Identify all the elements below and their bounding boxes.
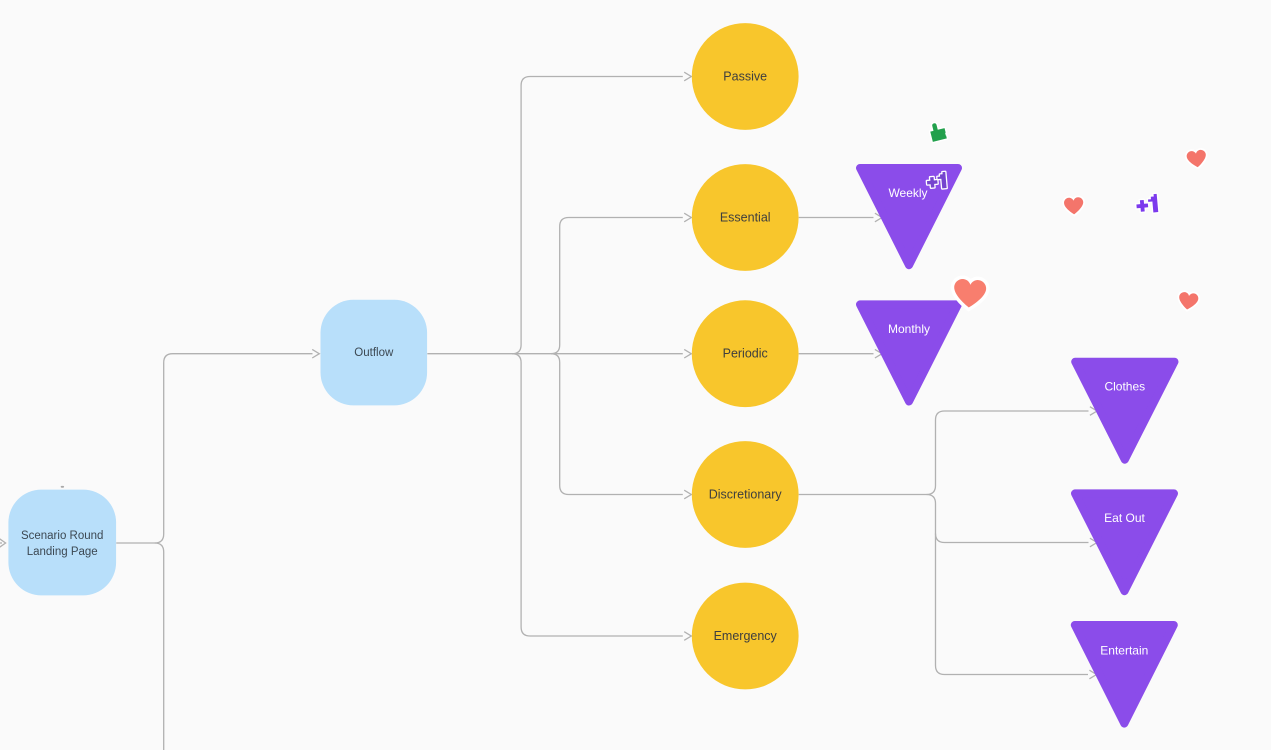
svg-text:Emergency: Emergency (714, 629, 778, 643)
svg-text:Outflow: Outflow (354, 347, 394, 359)
svg-text:Periodic: Periodic (723, 347, 768, 361)
svg-text:Scenario Round: Scenario Round (21, 530, 103, 542)
svg-text:Essential: Essential (720, 211, 771, 225)
svg-text:Clothes: Clothes (1104, 379, 1145, 393)
svg-text:Eat Out: Eat Out (1104, 511, 1145, 525)
svg-text:Passive: Passive (723, 70, 767, 84)
svg-text:Weekly: Weekly (888, 186, 927, 200)
svg-text:Landing Page: Landing Page (27, 546, 98, 558)
svg-text:Discretionary: Discretionary (709, 488, 783, 502)
svg-text:Monthly: Monthly (888, 322, 930, 336)
svg-text:Entertain: Entertain (1100, 643, 1148, 657)
